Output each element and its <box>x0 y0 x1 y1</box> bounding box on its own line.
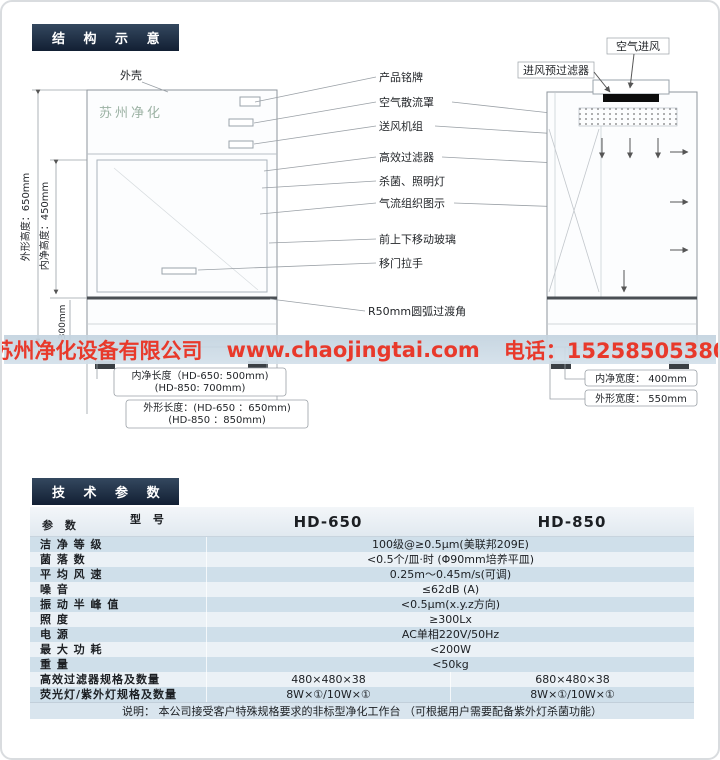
header-hd650: HD-650 <box>293 513 363 531</box>
row-value: <200W <box>206 642 694 657</box>
dim-inner-length-2: (HD-850: 700mm) <box>155 383 246 394</box>
spec-table: 型 号 参 数 HD-650 HD-850 洁 净 等 级 100级@≥0.5μ… <box>30 507 694 719</box>
table-row: 电 源 AC单相220V/50Hz <box>30 627 694 642</box>
dim-outer-width: 外形宽度： 550mm <box>595 392 687 405</box>
table-row: 高效过滤器规格及数量 480×480×38 680×480×38 <box>30 672 694 687</box>
header-model-label: 型 号 <box>130 513 168 526</box>
row-value: 100级@≥0.5μm(美联邦209E) <box>206 537 694 552</box>
side-view <box>546 79 698 369</box>
callout-labels: 产品铭牌 空气散流罩 送风机组 高效过滤器 杀菌、照明灯 气流组织图示 前上下移… <box>368 70 466 318</box>
callout-nameplate: 产品铭牌 <box>379 70 423 84</box>
row-label: 最 大 功 耗 <box>40 643 103 656</box>
dim-inner-width: 内净宽度： 400mm <box>595 372 687 385</box>
air-inlet-label: 空气进风 <box>616 39 660 53</box>
callout-air-diffuser: 空气散流罩 <box>379 95 434 109</box>
watermark-band: 苏州净化设备有限公司 www.chaojingtai.com 电话：152585… <box>2 335 718 364</box>
header-corner-cell: 型 号 参 数 <box>30 507 206 537</box>
row-value: ≥300Lx <box>206 612 694 627</box>
row-label: 噪 音 <box>40 583 69 596</box>
callout-door-handle: 移门拉手 <box>379 256 423 270</box>
front-view <box>86 89 278 369</box>
watermark-company: 苏州净化设备有限公司 <box>0 338 203 363</box>
table-row: 噪 音 ≤62dB (A) <box>30 582 694 597</box>
row-value-hd850: 8W×①/10W×① <box>450 687 694 702</box>
callout-uv-lamp: 杀菌、照明灯 <box>379 174 445 188</box>
spec-table-header: 型 号 参 数 HD-650 HD-850 <box>30 507 694 537</box>
table-row: 洁 净 等 级 100级@≥0.5μm(美联邦209E) <box>30 537 694 552</box>
row-value-hd650: 480×480×38 <box>206 672 450 687</box>
row-value: <0.5μm(x.y.z方向) <box>206 597 694 612</box>
table-row: 照 度 ≥300Lx <box>30 612 694 627</box>
row-label: 荧光灯/紫外灯规格及数量 <box>40 688 178 701</box>
watermark-phone: 电话：15258505380 <box>503 338 720 363</box>
params-section-title: 技 术 参 数 <box>32 478 179 505</box>
header-hd850: HD-850 <box>537 513 607 531</box>
row-value: <0.5个/皿·时 (Φ90mm培养平皿) <box>206 552 694 567</box>
airflow-arrows <box>599 138 689 293</box>
table-row: 重 量 <50kg <box>30 657 694 672</box>
dim-outer-height: 外形高度：650mm <box>19 173 32 262</box>
brand-mark: 苏州净化 <box>99 105 163 121</box>
row-label: 平 均 风 速 <box>40 568 103 581</box>
dim-base-height: 300mm <box>58 305 68 340</box>
callout-moving-glass: 前上下移动玻璃 <box>379 232 456 246</box>
table-note: 说明： 本公司接受客户特殊规格要求的非标型净化工作台 （可根据用户需要配备紫外灯… <box>30 702 694 719</box>
table-row: 振 动 半 峰 值 <0.5μm(x.y.z方向) <box>30 597 694 612</box>
row-label: 振 动 半 峰 值 <box>40 598 120 611</box>
callout-hepa-filter: 高效过滤器 <box>379 150 434 164</box>
row-label: 重 量 <box>40 658 69 671</box>
row-label: 电 源 <box>40 628 69 641</box>
structure-diagram: 苏州净化 外壳 外形高度：650mm 内净高度：450mm 300mm <box>19 37 698 429</box>
row-label: 菌 落 数 <box>40 553 86 566</box>
structure-section-title: 结 构 示 意 <box>32 24 179 51</box>
row-label: 照 度 <box>40 613 69 626</box>
row-value-hd650: 8W×①/10W×① <box>206 687 450 702</box>
table-row: 最 大 功 耗 <200W <box>30 642 694 657</box>
row-label: 洁 净 等 级 <box>40 538 103 551</box>
table-row: 平 均 风 速 0.25m～0.45m/s(可调) <box>30 567 694 582</box>
prefilter-label: 进风预过滤器 <box>523 64 589 77</box>
shell-label: 外壳 <box>120 68 142 82</box>
dim-inner-length-1: 内净长度（HD-650: 500mm) <box>132 369 269 382</box>
table-row: 菌 落 数 <0.5个/皿·时 (Φ90mm培养平皿) <box>30 552 694 567</box>
dim-outer-length-1: 外形长度：(HD-650 ：650mm) <box>143 401 291 414</box>
watermark-website: www.chaojingtai.com <box>226 337 480 362</box>
row-value: ≤62dB (A) <box>206 582 694 597</box>
callout-arc-corner: R50mm圆弧过渡角 <box>368 304 466 318</box>
row-label: 高效过滤器规格及数量 <box>40 673 160 686</box>
callout-fan-unit: 送风机组 <box>379 119 423 133</box>
row-value: AC单相220V/50Hz <box>206 627 694 642</box>
dim-outer-length-2: (HD-850 ：850mm) <box>168 415 266 426</box>
row-value-hd850: 680×480×38 <box>450 672 694 687</box>
dim-inner-height: 内净高度：450mm <box>38 182 51 271</box>
header-param-label: 参 数 <box>42 519 80 532</box>
table-row: 荧光灯/紫外灯规格及数量 8W×①/10W×① 8W×①/10W×① <box>30 687 694 702</box>
row-value: 0.25m～0.45m/s(可调) <box>206 567 694 582</box>
callout-airflow-chart: 气流组织图示 <box>379 196 445 210</box>
row-value: <50kg <box>206 657 694 672</box>
